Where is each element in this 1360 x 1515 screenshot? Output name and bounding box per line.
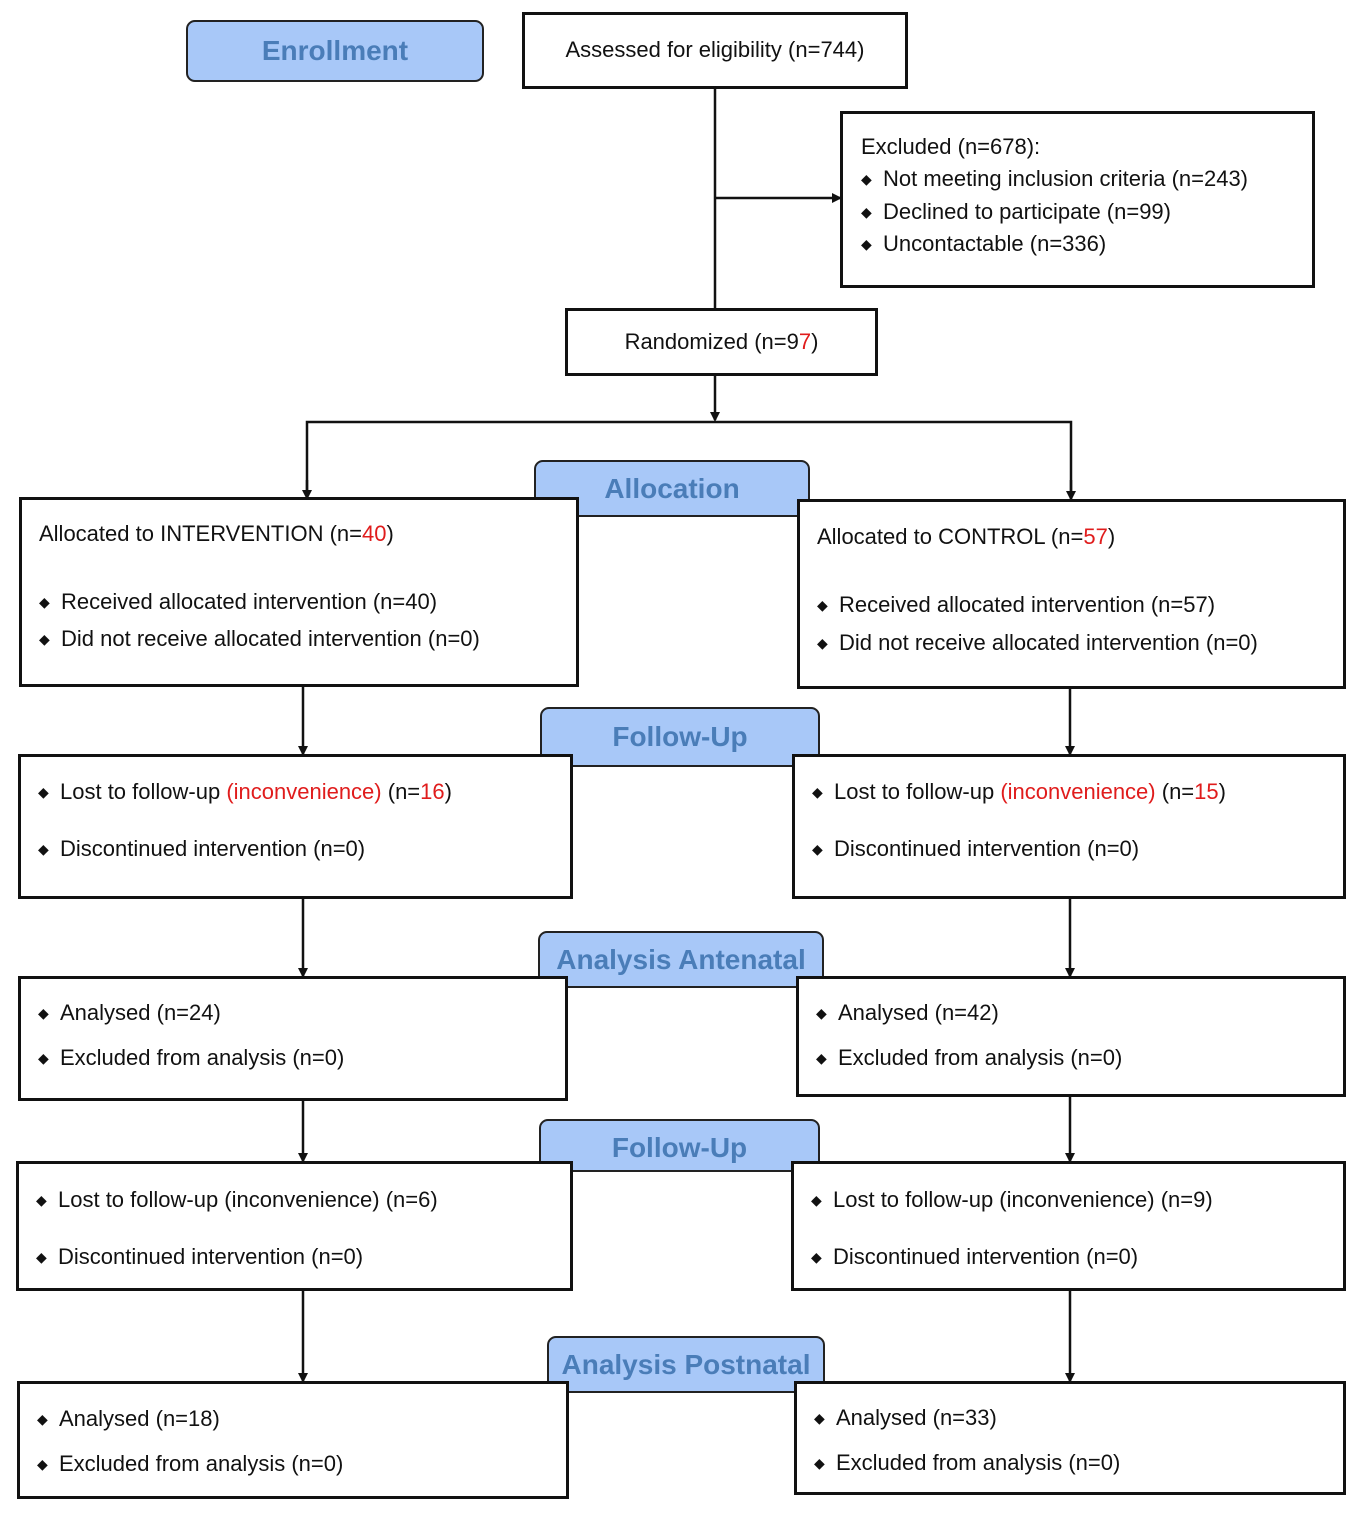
intervention-postnatal-analysed: ◆Analysed (n=18) bbox=[37, 1406, 220, 1431]
intervention-antenatal-excluded: ◆Excluded from analysis (n=0) bbox=[38, 1045, 345, 1070]
bullet-icon: ◆ bbox=[811, 1192, 822, 1208]
bullet-icon: ◆ bbox=[37, 1456, 48, 1472]
control-postnatal-excluded: ◆Excluded from analysis (n=0) bbox=[814, 1450, 1121, 1475]
intervention-lost-followup: ◆Lost to follow-up (inconvenience) (n=16… bbox=[38, 779, 452, 804]
bullet-icon: ◆ bbox=[37, 1411, 48, 1427]
control-lost-followup-2: ◆Lost to follow-up (inconvenience) (n=9) bbox=[811, 1187, 1213, 1212]
bullet-icon: ◆ bbox=[39, 631, 50, 647]
bullet-icon: ◆ bbox=[38, 784, 49, 800]
bullet-icon: ◆ bbox=[814, 1410, 825, 1426]
excluded-box: Excluded (n=678): ◆Not meeting inclusion… bbox=[840, 111, 1315, 288]
control-received: ◆Received allocated intervention (n=57) bbox=[817, 592, 1216, 617]
excluded-item: ◆Uncontactable (n=336) bbox=[861, 231, 1107, 256]
bullet-icon: ◆ bbox=[817, 635, 828, 651]
control-antenatal-box: ◆Analysed (n=42) ◆Excluded from analysis… bbox=[796, 976, 1346, 1097]
intervention-not-received: ◆Did not receive allocated intervention … bbox=[39, 626, 480, 651]
intervention-postnatal-excluded: ◆Excluded from analysis (n=0) bbox=[37, 1451, 344, 1476]
bullet-icon: ◆ bbox=[38, 841, 49, 857]
excluded-title: Excluded (n=678): bbox=[861, 134, 1041, 159]
bullet-icon: ◆ bbox=[38, 1050, 49, 1066]
assessed-box: Assessed for eligibility (n=744) bbox=[522, 12, 908, 89]
bullet-icon: ◆ bbox=[36, 1249, 47, 1265]
intervention-received: ◆Received allocated intervention (n=40) bbox=[39, 589, 438, 614]
intervention-postnatal-box: ◆Analysed (n=18) ◆Excluded from analysis… bbox=[17, 1381, 569, 1499]
control-antenatal-excluded: ◆Excluded from analysis (n=0) bbox=[816, 1045, 1123, 1070]
bullet-icon: ◆ bbox=[811, 1249, 822, 1265]
intervention-followup1-box: ◆Lost to follow-up (inconvenience) (n=16… bbox=[18, 754, 573, 899]
bullet-icon: ◆ bbox=[817, 597, 828, 613]
control-postnatal-analysed: ◆Analysed (n=33) bbox=[814, 1405, 997, 1430]
excluded-item: ◆Declined to participate (n=99) bbox=[861, 199, 1171, 224]
intervention-antenatal-box: ◆Analysed (n=24) ◆Excluded from analysis… bbox=[18, 976, 568, 1101]
control-followup2-box: ◆Lost to follow-up (inconvenience) (n=9)… bbox=[791, 1161, 1346, 1291]
stage-allocation: Allocation bbox=[534, 460, 810, 517]
randomized-text: Randomized (n=97) bbox=[624, 328, 819, 354]
bullet-icon: ◆ bbox=[816, 1050, 827, 1066]
intervention-lost-followup-2: ◆Lost to follow-up (inconvenience) (n=6) bbox=[36, 1187, 438, 1212]
bullet-icon: ◆ bbox=[36, 1192, 47, 1208]
control-discontinued: ◆Discontinued intervention (n=0) bbox=[812, 836, 1140, 861]
bullet-icon: ◆ bbox=[38, 1005, 49, 1021]
control-not-received: ◆Did not receive allocated intervention … bbox=[817, 630, 1258, 655]
intervention-antenatal-analysed: ◆Analysed (n=24) bbox=[38, 1000, 221, 1025]
stage-enrollment: Enrollment bbox=[186, 20, 484, 82]
bullet-icon: ◆ bbox=[861, 171, 872, 187]
intervention-followup2-box: ◆Lost to follow-up (inconvenience) (n=6)… bbox=[16, 1161, 573, 1291]
bullet-icon: ◆ bbox=[814, 1455, 825, 1471]
intervention-discontinued: ◆Discontinued intervention (n=0) bbox=[38, 836, 366, 861]
bullet-icon: ◆ bbox=[816, 1005, 827, 1021]
bullet-icon: ◆ bbox=[861, 204, 872, 220]
excluded-item: ◆Not meeting inclusion criteria (n=243) bbox=[861, 166, 1249, 191]
control-allocated-text: Allocated to CONTROL (n=57) bbox=[817, 524, 1116, 549]
branch-line bbox=[305, 420, 1073, 497]
bullet-icon: ◆ bbox=[812, 784, 823, 800]
stage-followup-2: Follow-Up bbox=[539, 1119, 820, 1172]
randomized-box: Randomized (n=97) bbox=[565, 308, 878, 376]
control-postnatal-box: ◆Analysed (n=33) ◆Excluded from analysis… bbox=[794, 1381, 1346, 1495]
bullet-icon: ◆ bbox=[39, 594, 50, 610]
intervention-allocation-box: Allocated to INTERVENTION (n=40) ◆Receiv… bbox=[19, 497, 579, 687]
control-lost-followup: ◆Lost to follow-up (inconvenience) (n=15… bbox=[812, 779, 1226, 804]
bullet-icon: ◆ bbox=[812, 841, 823, 857]
control-discontinued-2: ◆Discontinued intervention (n=0) bbox=[811, 1244, 1139, 1269]
stage-analysis-antenatal: Analysis Antenatal bbox=[538, 931, 824, 988]
stage-analysis-postnatal: Analysis Postnatal bbox=[547, 1336, 825, 1393]
control-followup1-box: ◆Lost to follow-up (inconvenience) (n=15… bbox=[792, 754, 1346, 899]
control-antenatal-analysed: ◆Analysed (n=42) bbox=[816, 1000, 999, 1025]
stage-followup-1: Follow-Up bbox=[540, 707, 820, 767]
intervention-allocated-text: Allocated to INTERVENTION (n=40) bbox=[39, 521, 394, 546]
control-allocation-box: Allocated to CONTROL (n=57) ◆Received al… bbox=[797, 499, 1346, 689]
bullet-icon: ◆ bbox=[861, 236, 872, 252]
intervention-discontinued-2: ◆Discontinued intervention (n=0) bbox=[36, 1244, 364, 1269]
assessed-text: Assessed for eligibility (n=744) bbox=[565, 37, 865, 63]
